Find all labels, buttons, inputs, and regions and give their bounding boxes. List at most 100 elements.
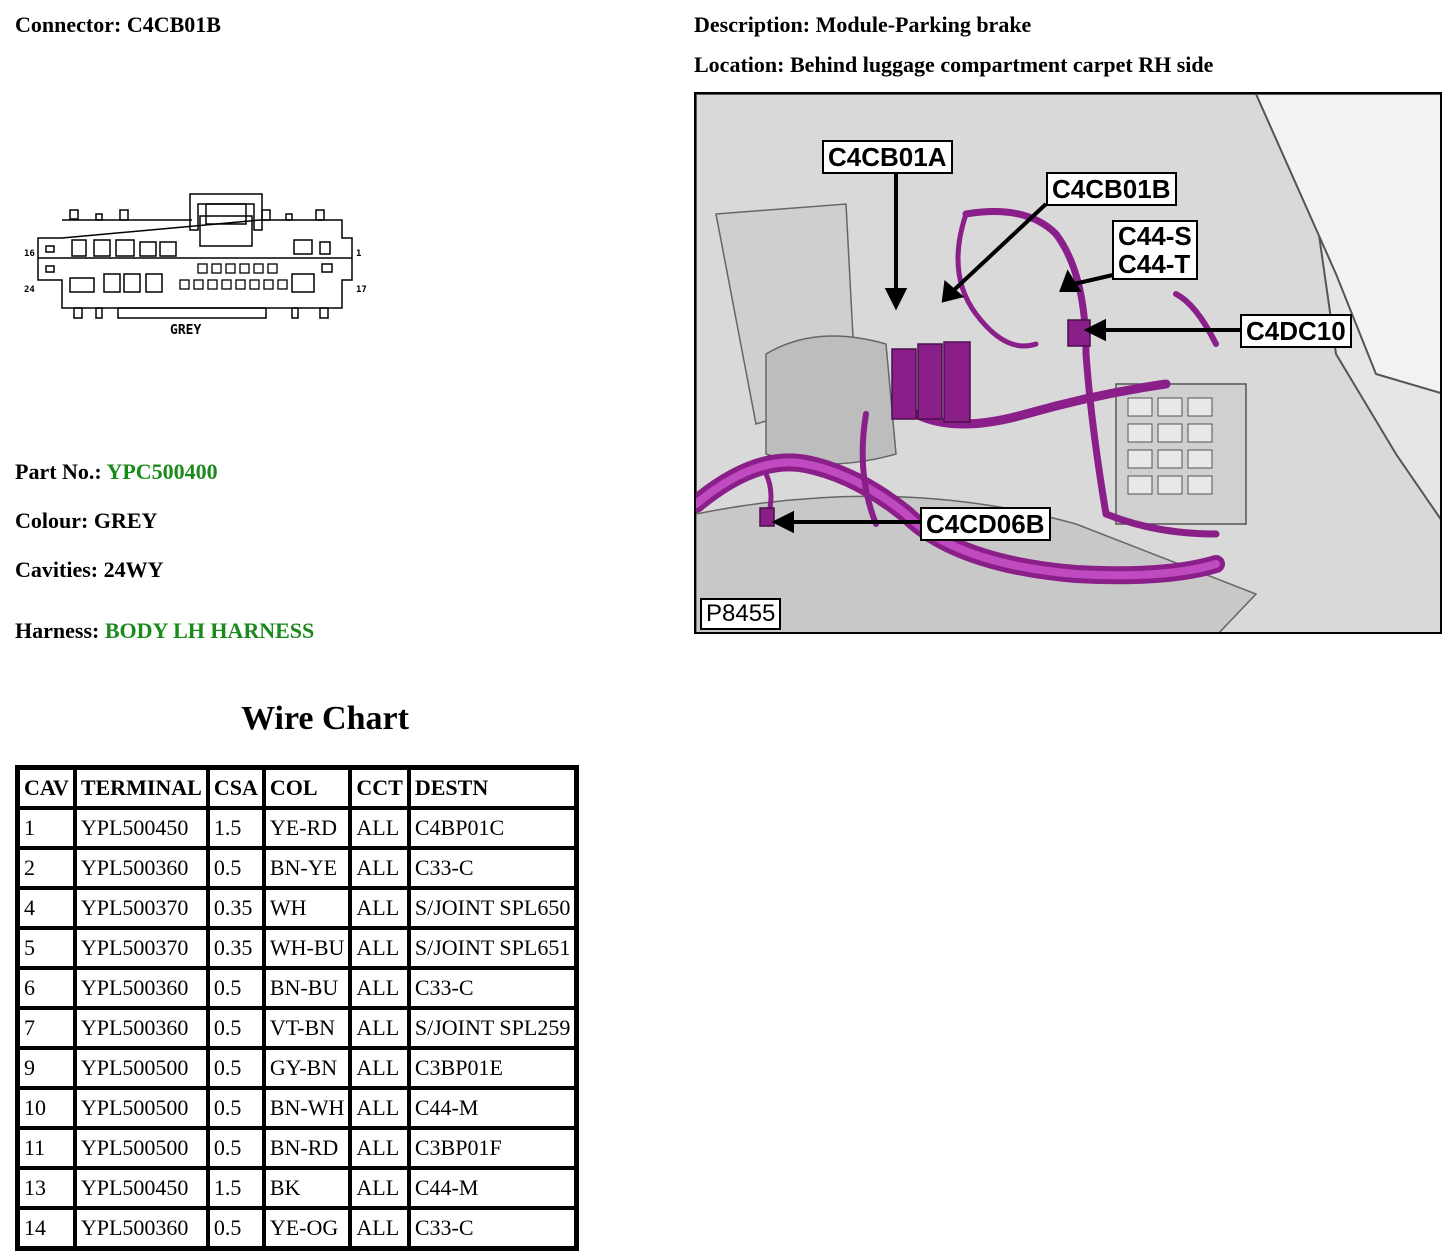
cell-cav: 1 xyxy=(18,808,75,848)
cell-destn: S/JOINT SPL651 xyxy=(408,928,577,968)
header-terminal: TERMINAL xyxy=(74,768,208,808)
cell-cav: 10 xyxy=(18,1088,75,1128)
cell-cct: ALL xyxy=(350,968,409,1008)
header-col: COL xyxy=(263,768,351,808)
cell-destn: C44-M xyxy=(408,1088,577,1128)
cell-cct: ALL xyxy=(350,1128,409,1168)
harness-field: Harness: BODY LH HARNESS xyxy=(15,618,314,644)
cell-terminal: YPL500360 xyxy=(74,1208,208,1248)
location-value: Behind luggage compartment carpet RH sid… xyxy=(789,52,1214,77)
part-no-value: YPC500400 xyxy=(106,459,218,484)
cell-csa: 0.35 xyxy=(207,888,264,928)
location-photo: C4CB01A C4CB01B C44-S C44-T C4DC10 C4CD0… xyxy=(694,92,1442,634)
header-cav: CAV xyxy=(18,768,75,808)
connector-label: Connector: xyxy=(15,12,122,37)
wire-chart-title: Wire Chart xyxy=(241,700,409,737)
cell-terminal: YPL500360 xyxy=(74,968,208,1008)
cell-cct: ALL xyxy=(350,928,409,968)
cell-csa: 0.5 xyxy=(207,1088,264,1128)
callout-c4cb01a: C4CB01A xyxy=(822,140,953,174)
pin-1-label: 1 xyxy=(356,249,361,259)
pin-24-label: 24 xyxy=(24,285,35,295)
pin-17-label: 17 xyxy=(356,285,367,295)
cell-cav: 5 xyxy=(18,928,75,968)
cell-col: BN-RD xyxy=(263,1128,351,1168)
colour-value: GREY xyxy=(93,508,158,533)
description-field: Description: Module-Parking brake xyxy=(694,12,1031,38)
cell-terminal: YPL500360 xyxy=(74,848,208,888)
cell-csa: 0.35 xyxy=(207,928,264,968)
cell-destn: S/JOINT SPL650 xyxy=(408,888,577,928)
connector-face-diagram: 16 1 24 17 GREY xyxy=(24,193,367,338)
connector-field: Connector: C4CB01B xyxy=(15,12,221,38)
cell-terminal: YPL500450 xyxy=(74,1168,208,1208)
cell-terminal: YPL500360 xyxy=(74,1008,208,1048)
cell-cct: ALL xyxy=(350,1168,409,1208)
callout-c44-t: C44-T xyxy=(1118,249,1191,279)
cavities-field: Cavities: 24WY xyxy=(15,557,163,583)
cell-col: YE-RD xyxy=(263,808,351,848)
description-value: Module-Parking brake xyxy=(815,12,1032,37)
cell-csa: 1.5 xyxy=(207,808,264,848)
harness-label: Harness: xyxy=(15,618,100,643)
cell-terminal: YPL500370 xyxy=(74,888,208,928)
cell-cav: 14 xyxy=(18,1208,75,1248)
photo-reference: P8455 xyxy=(700,598,782,630)
cell-col: BN-YE xyxy=(263,848,351,888)
cell-csa: 0.5 xyxy=(207,1048,264,1088)
cell-destn: C3BP01F xyxy=(408,1128,577,1168)
callout-c44-s: C44-S xyxy=(1118,221,1192,251)
cell-col: YE-OG xyxy=(263,1208,351,1248)
cell-csa: 0.5 xyxy=(207,1208,264,1248)
callout-c4cd06b: C4CD06B xyxy=(920,507,1051,541)
cell-cct: ALL xyxy=(350,808,409,848)
cavities-value: 24WY xyxy=(103,557,164,582)
cell-cav: 11 xyxy=(18,1128,75,1168)
cell-col: BK xyxy=(263,1168,351,1208)
cell-terminal: YPL500450 xyxy=(74,808,208,848)
callout-c44-s-t: C44-S C44-T xyxy=(1112,220,1198,280)
cell-cct: ALL xyxy=(350,1008,409,1048)
cell-cct: ALL xyxy=(350,1208,409,1248)
cell-col: BN-BU xyxy=(263,968,351,1008)
cell-cav: 9 xyxy=(18,1048,75,1088)
cell-col: VT-BN xyxy=(263,1008,351,1048)
cell-csa: 0.5 xyxy=(207,968,264,1008)
part-no-field: Part No.: YPC500400 xyxy=(15,459,218,485)
cell-destn: C4BP01C xyxy=(408,808,577,848)
cell-cav: 2 xyxy=(18,848,75,888)
cell-csa: 0.5 xyxy=(207,1128,264,1168)
diagram-colour-label: GREY xyxy=(170,323,201,338)
cell-csa: 0.5 xyxy=(207,848,264,888)
harness-value: BODY LH HARNESS xyxy=(104,618,315,643)
cell-terminal: YPL500500 xyxy=(74,1128,208,1168)
callout-c4dc10: C4DC10 xyxy=(1240,314,1352,348)
table-header-row: CAV TERMINAL CSA COL CCT DESTN xyxy=(18,768,577,808)
cell-cav: 7 xyxy=(18,1008,75,1048)
cell-destn: C3BP01E xyxy=(408,1048,577,1088)
cell-csa: 1.5 xyxy=(207,1168,264,1208)
cell-col: BN-WH xyxy=(263,1088,351,1128)
cell-cav: 4 xyxy=(18,888,75,928)
cell-cct: ALL xyxy=(350,1048,409,1088)
colour-label: Colour: xyxy=(15,508,89,533)
cell-terminal: YPL500370 xyxy=(74,928,208,968)
colour-field: Colour: GREY xyxy=(15,508,157,534)
cell-destn: C33-C xyxy=(408,848,577,888)
cell-terminal: YPL500500 xyxy=(74,1048,208,1088)
callout-c4cb01b: C4CB01B xyxy=(1046,172,1177,206)
cell-destn: C33-C xyxy=(408,968,577,1008)
cell-cav: 6 xyxy=(18,968,75,1008)
header-cct: CCT xyxy=(350,768,409,808)
